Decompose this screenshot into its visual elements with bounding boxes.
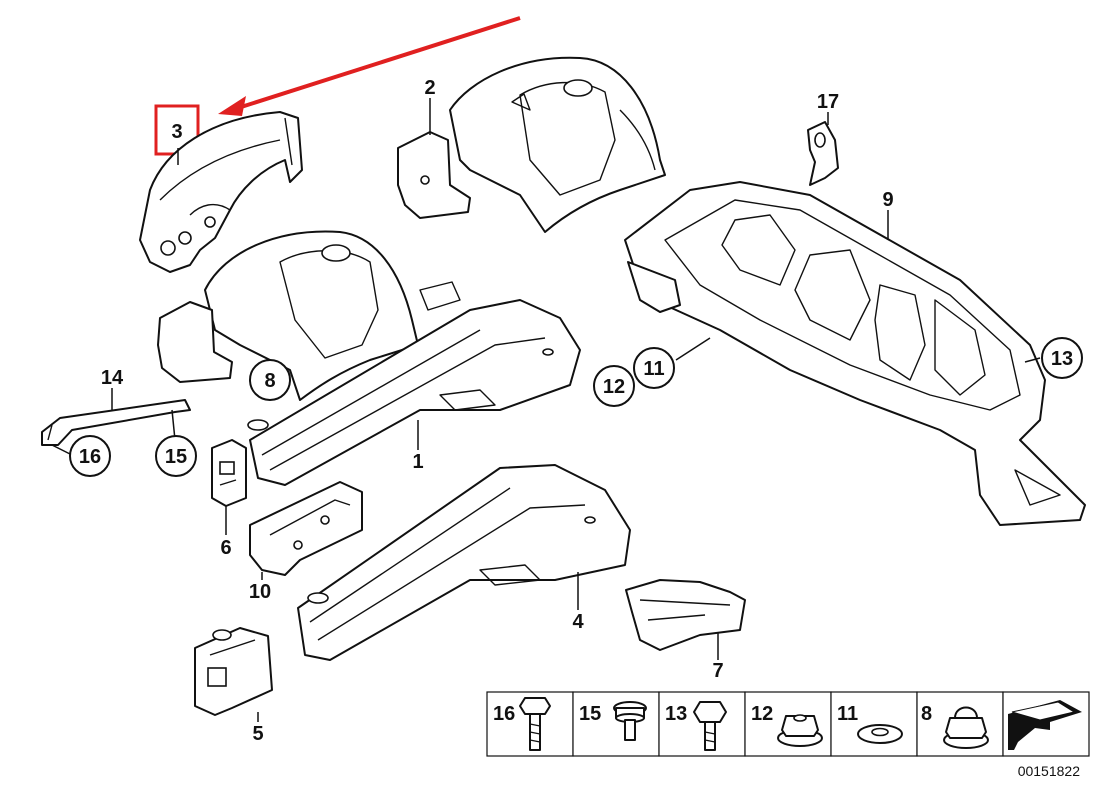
cap-nut-icon <box>943 706 989 749</box>
medium-bolt-icon <box>693 701 727 751</box>
callout-12: 12 <box>603 376 625 398</box>
callout-14[interactable]: 14 <box>101 367 124 389</box>
part-3-drawing[interactable] <box>139 111 303 273</box>
callout-8: 8 <box>264 370 275 392</box>
callout-4[interactable]: 4 <box>572 611 584 633</box>
part-7-drawing[interactable] <box>625 579 746 651</box>
part-2-drawing[interactable] <box>397 56 666 233</box>
callout-1[interactable]: 1 <box>412 451 423 473</box>
callout-5[interactable]: 5 <box>252 723 263 745</box>
legend-cell-11[interactable]: 11 <box>837 703 903 744</box>
fastener-legend: 16 15 13 <box>486 691 1090 757</box>
legend-num-12: 12 <box>751 703 773 725</box>
callout-11-circle[interactable]: 11 <box>633 347 675 389</box>
callout-11: 11 <box>643 358 664 380</box>
legend-cell-13[interactable]: 13 <box>665 701 727 751</box>
callout-15-circle[interactable]: 15 <box>155 435 197 477</box>
washer-icon <box>857 724 903 744</box>
callout-17[interactable]: 17 <box>817 91 839 113</box>
callout-13-circle[interactable]: 13 <box>1041 337 1083 379</box>
legend-num-15: 15 <box>579 703 601 725</box>
part-17-drawing[interactable] <box>807 121 839 186</box>
part-1-drawing[interactable] <box>247 299 581 486</box>
callout-13: 13 <box>1051 348 1073 370</box>
part-14-drawing[interactable] <box>41 399 191 446</box>
part-5-drawing[interactable] <box>194 627 273 716</box>
callout-12-circle[interactable]: 12 <box>593 365 635 407</box>
long-bolt-icon <box>519 697 551 751</box>
callout-9[interactable]: 9 <box>882 189 893 211</box>
legend-cell-16[interactable]: 16 <box>493 697 551 751</box>
callout-10[interactable]: 10 <box>249 581 271 603</box>
callout-7[interactable]: 7 <box>712 660 723 682</box>
callout-15: 15 <box>165 446 187 468</box>
part-4-drawing[interactable] <box>297 464 631 661</box>
legend-cell-direction <box>1008 700 1082 750</box>
legend-num-11: 11 <box>837 703 858 725</box>
part-8-drawing[interactable] <box>157 230 461 401</box>
part-10-drawing[interactable] <box>249 481 363 576</box>
legend-num-13: 13 <box>665 703 687 725</box>
document-number: 00151822 <box>1018 763 1081 779</box>
part-9-drawing[interactable] <box>624 181 1086 526</box>
part-6-drawing[interactable] <box>211 439 247 507</box>
legend-cell-12[interactable]: 12 <box>751 703 823 747</box>
callout-16: 16 <box>79 446 101 468</box>
callout-8-circle[interactable]: 8 <box>249 359 291 401</box>
legend-cell-8[interactable]: 8 <box>921 703 989 749</box>
legend-num-8: 8 <box>921 703 932 725</box>
direction-arrow-icon <box>1008 700 1082 750</box>
legend-cell-15[interactable]: 15 <box>579 701 647 741</box>
flange-nut-icon <box>777 714 823 747</box>
callout-3[interactable]: 3 <box>171 121 182 143</box>
callout-16-circle[interactable]: 16 <box>69 435 111 477</box>
highlight-arrow <box>218 16 521 116</box>
callout-2[interactable]: 2 <box>424 77 435 99</box>
leader-lines <box>51 98 1041 722</box>
legend-num-16: 16 <box>493 703 515 725</box>
short-bolt-icon <box>613 701 647 741</box>
callout-6[interactable]: 6 <box>220 537 231 559</box>
